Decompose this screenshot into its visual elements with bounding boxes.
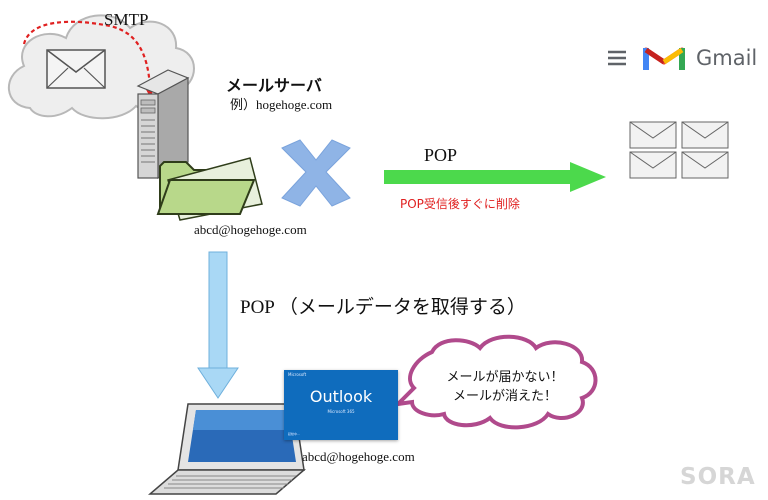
mail-server-title: メールサーバ <box>226 76 322 95</box>
outlook-name: Outlook <box>309 387 373 406</box>
mail-envelope-icon <box>629 151 677 179</box>
outlook-vendor: Microsoft <box>288 372 307 377</box>
server-icon <box>136 69 190 179</box>
pop-delete-note: POP受信後すぐに削除 <box>400 197 520 211</box>
gmail-mails <box>629 121 729 179</box>
speech-bubble <box>392 334 598 430</box>
outlook-splash: Microsoft Outlook Microsoft 365 起動中... <box>284 370 398 440</box>
pop-gmail-label: POP <box>424 145 458 165</box>
gmail-logo-icon <box>643 47 685 70</box>
outlook-subtitle: Microsoft 365 <box>327 409 355 414</box>
hamburger-menu-icon[interactable] <box>608 50 626 66</box>
bubble-line-2: メールが消えた！ <box>452 389 557 404</box>
gmail-wordmark: Gmail <box>696 46 758 70</box>
bubble-line-1: メールが届かない！ <box>446 370 564 385</box>
mailbox-address: abcd@hogehoge.com <box>194 222 307 237</box>
mail-server-example: 例）hogehoge.com <box>230 97 333 112</box>
smtp-label: SMTP <box>104 10 149 29</box>
mail-envelope-icon <box>681 151 729 179</box>
folder-icon <box>156 157 263 221</box>
pop-to-gmail-arrow <box>384 162 606 192</box>
sora-logo: SORA <box>680 464 756 490</box>
mail-envelope-icon <box>681 121 729 149</box>
smtp-envelope-icon <box>46 49 106 89</box>
laptop-icon <box>147 403 307 495</box>
pop-retrieve-label: POP （メールデータを取得する） <box>240 297 526 318</box>
blocked-x-icon <box>281 139 351 207</box>
outlook-footer: 起動中... <box>288 432 300 436</box>
pop-download-arrow <box>197 251 239 399</box>
client-address: abcd@hogehoge.com <box>302 449 415 464</box>
mail-envelope-icon <box>629 121 677 149</box>
